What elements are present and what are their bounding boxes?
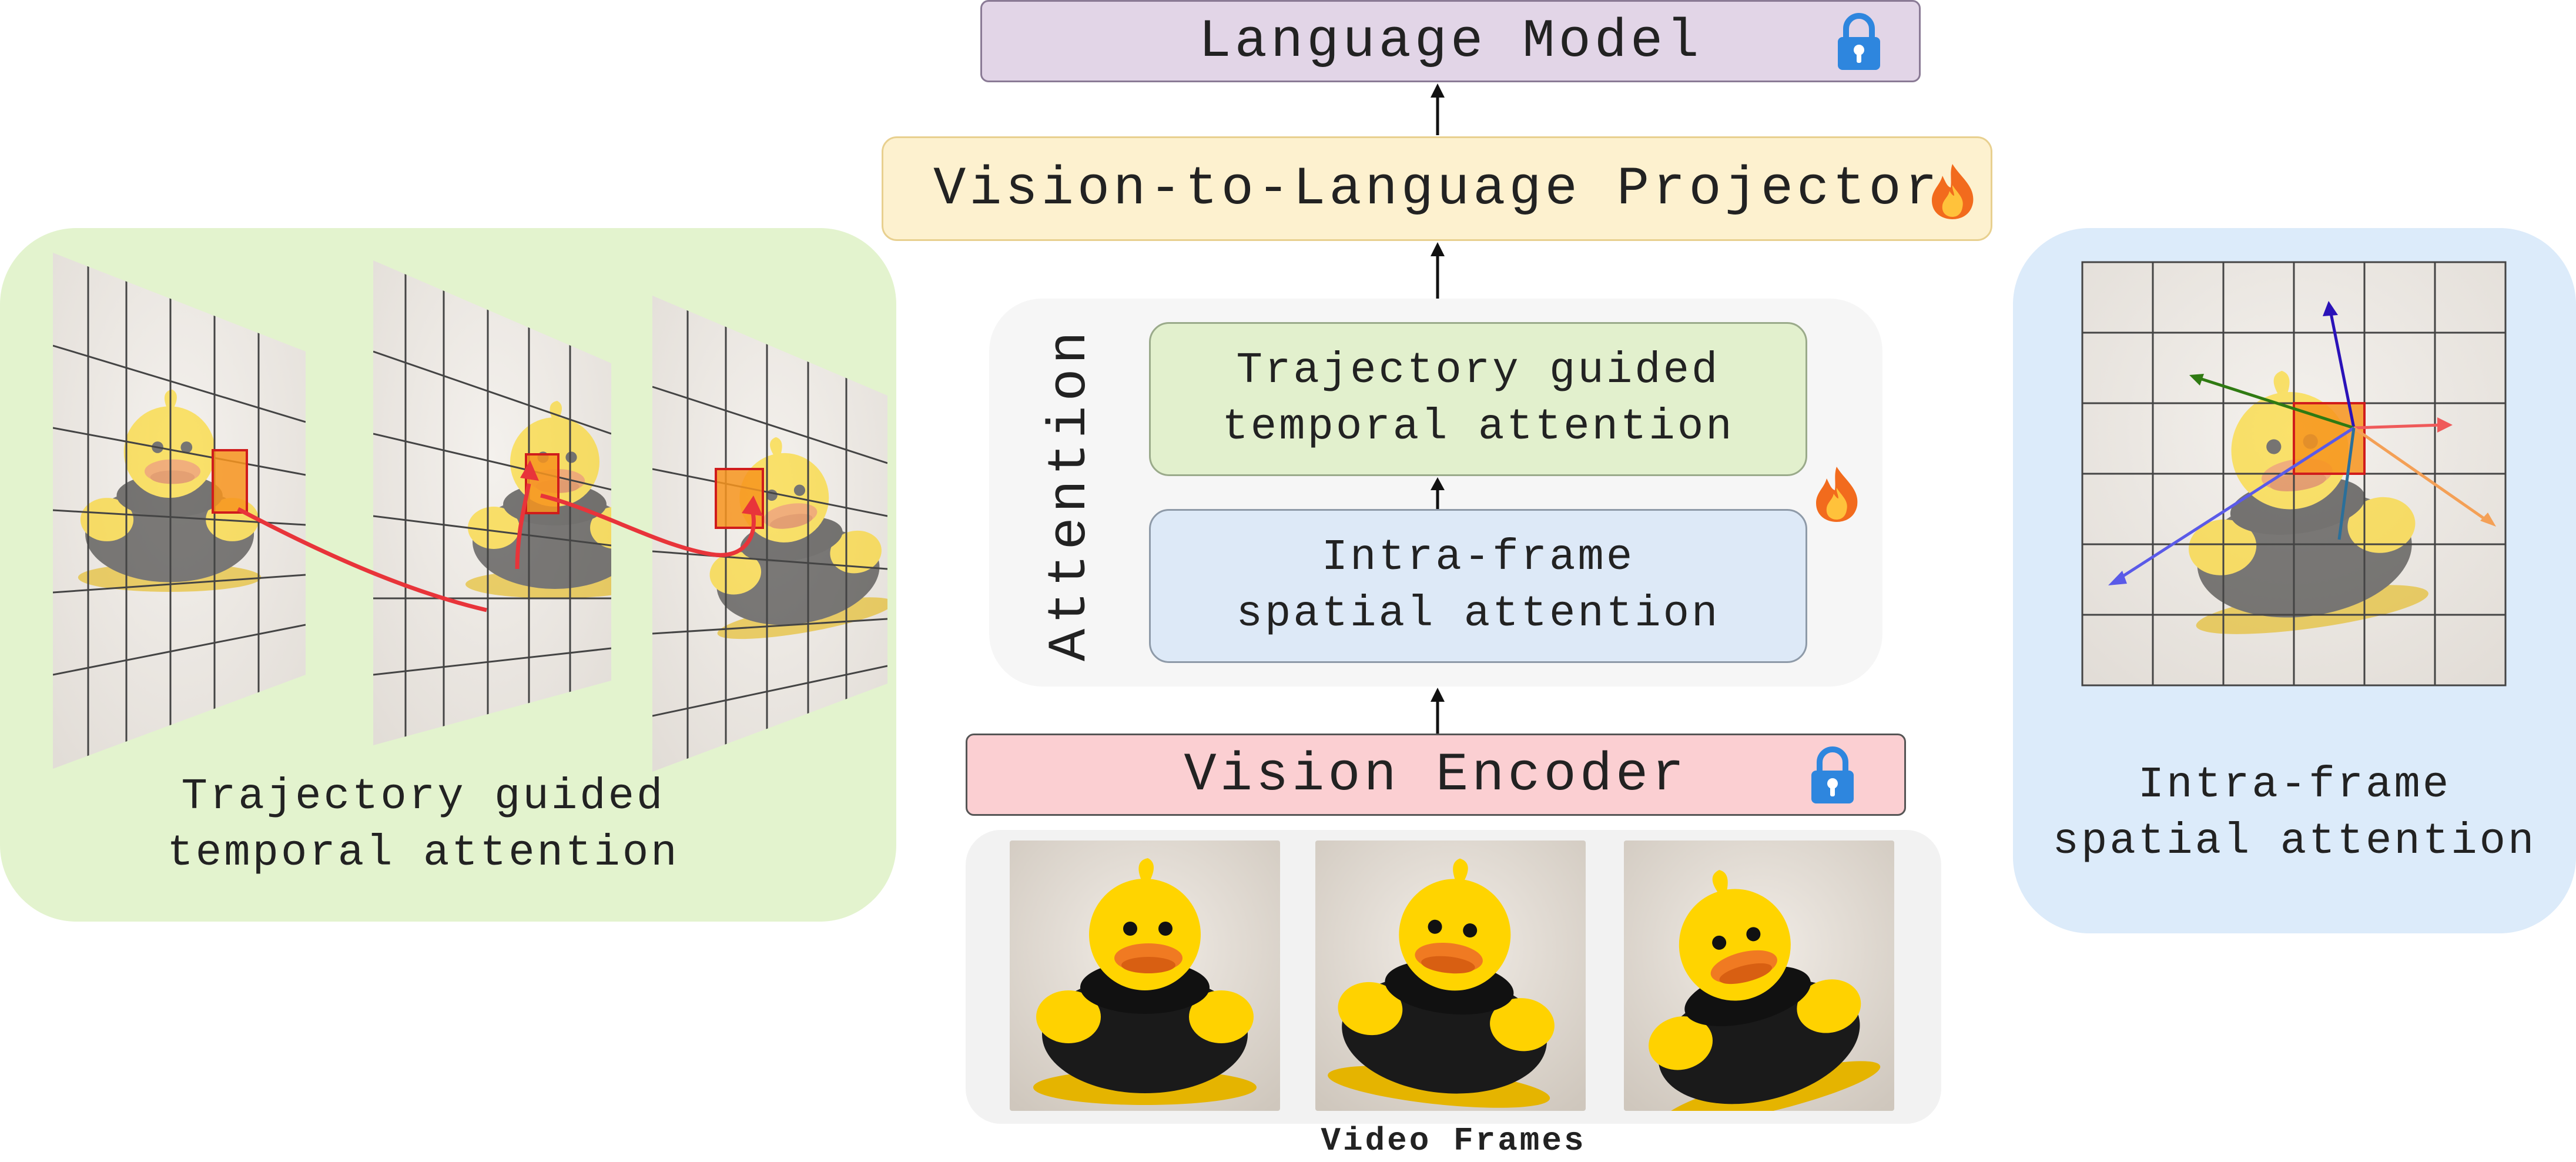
video-frame-1 [1010, 840, 1280, 1111]
spatial-attention-line2: spatial attention [1236, 590, 1720, 639]
lock-icon [1834, 12, 1884, 71]
spatial-caption-line1: Intra-frame [2138, 761, 2451, 810]
arrow-encoder-to-attention [1431, 688, 1445, 734]
temporal-caption-line1: Trajectory guided [181, 772, 665, 822]
video-frames-label-text: Video Frames [1321, 1122, 1586, 1160]
vision-encoder-block: Vision Encoder [966, 734, 1906, 816]
temporal-attention-line1: Trajectory guided [1236, 346, 1720, 396]
spatial-attention-caption: Intra-frame spatial attention [2013, 757, 2576, 870]
spatial-attention-line1: Intra-frame [1321, 533, 1635, 582]
attention-label-text: Attention [1039, 326, 1101, 661]
vision-encoder-label: Vision Encoder [1184, 744, 1688, 806]
projector-label: Vision-to-Language Projector [933, 158, 1941, 220]
attention-label: Attention [1039, 326, 1101, 661]
spatial-caption-line2: spatial attention [2052, 817, 2537, 866]
skewed-frame-3 [652, 296, 887, 772]
attention-arrows [2115, 310, 2490, 582]
spatial-attention-illustration [2081, 261, 2507, 687]
temporal-attention-illustration-panel: Trajectory guided temporal attention [0, 228, 896, 922]
temporal-attention-block: Trajectory guided temporal attention [1149, 322, 1807, 476]
temporal-caption-line2: temporal attention [167, 829, 679, 878]
language-model-block: Language Model [980, 0, 1921, 82]
video-frame-3 [1624, 840, 1894, 1111]
fire-icon [1810, 464, 1863, 523]
arrow-attention-to-projector [1431, 242, 1445, 299]
language-model-label: Language Model [1198, 10, 1703, 72]
temporal-attention-illustration [53, 253, 887, 772]
skewed-frame-2 [373, 260, 611, 745]
spatial-attention-block: Intra-frame spatial attention [1149, 509, 1807, 663]
trajectory-arrows [237, 483, 756, 612]
skewed-frame-1 [53, 253, 306, 769]
temporal-attention-line2: temporal attention [1222, 403, 1734, 452]
lock-icon [1808, 746, 1857, 805]
arrow-projector-to-lm [1431, 83, 1445, 135]
fire-icon [1926, 162, 1979, 220]
video-frame-2 [1315, 840, 1586, 1111]
temporal-attention-caption: Trajectory guided temporal attention [0, 769, 846, 882]
projector-block: Vision-to-Language Projector [882, 136, 1992, 241]
arrow-spatial-to-temporal [1431, 477, 1445, 509]
spatial-attention-illustration-panel: Intra-frame spatial attention [2013, 228, 2576, 933]
video-frames-label: Video Frames [966, 1121, 1941, 1160]
